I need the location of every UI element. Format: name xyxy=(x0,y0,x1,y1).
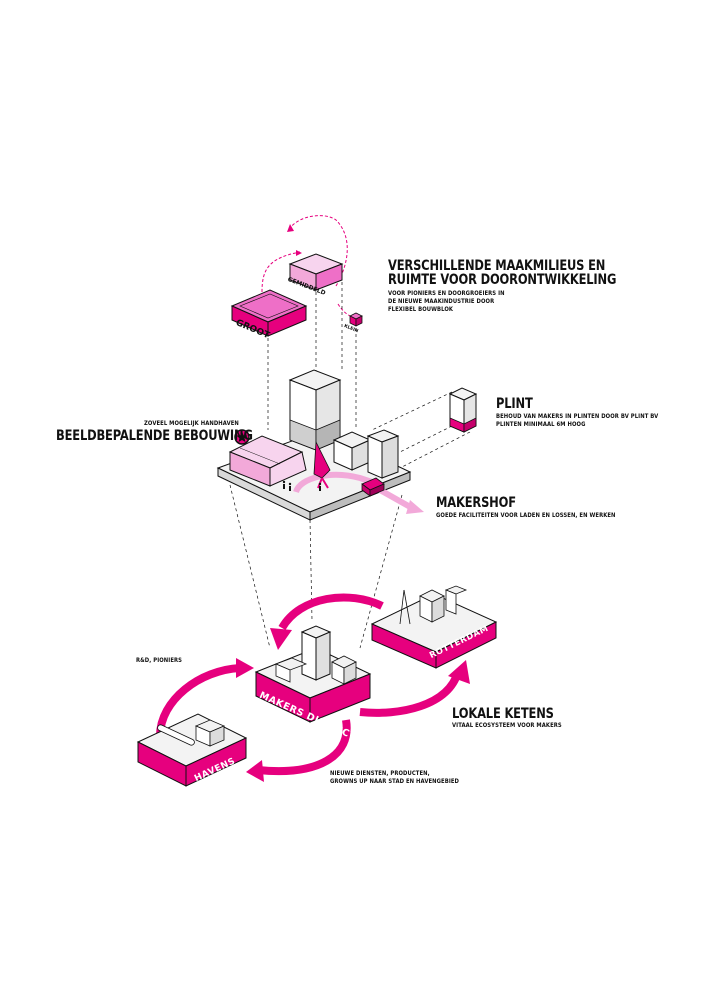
beeld-sub: ZOVEEL MOGELIJK HANDHAVEN xyxy=(144,420,239,427)
makershof-sub: GOEDE FACILITEITEN VOOR LADEN EN LOSSEN,… xyxy=(436,512,616,519)
maakmilieus-sub-3: FLEXIBEL BOUWBLOK xyxy=(388,306,454,313)
truck xyxy=(361,477,385,497)
nieuwe-diensten-2: GROWNS UP NAAR STAD EN HAVENGEBIED xyxy=(330,778,460,785)
havens-platform xyxy=(136,713,248,787)
rd-pioniers-label: R&D, PIONIERS xyxy=(136,657,183,664)
plint-title: PLINT xyxy=(496,396,533,412)
makershof-title: MAKERSHOF xyxy=(436,495,516,511)
right-buildings xyxy=(332,429,400,479)
maakmilieus-title-1: VERSCHILLENDE MAAKMILIEUS EN xyxy=(388,258,606,274)
people-figures xyxy=(282,480,322,491)
drop-lines xyxy=(229,282,471,649)
rotterdam-platform xyxy=(370,585,498,669)
maakmilieus-title-2: RUIMTE VOOR DOORONTWIKKELING xyxy=(388,272,617,288)
crane xyxy=(313,440,331,489)
plint-sub-1: BEHOUD VAN MAKERS IN PLINTEN DOOR BV PLI… xyxy=(496,413,659,420)
central-tower xyxy=(288,369,342,451)
plint-block xyxy=(448,387,478,433)
maakmilieus-sub-2: DE NIEUWE MAAKINDUSTRIE DOOR xyxy=(388,298,495,305)
block-groot xyxy=(230,289,308,337)
lokale-ketens-sub: VITAAL ECOSYSTEEM VOOR MAKERS xyxy=(452,722,562,729)
block-gemiddeld xyxy=(288,253,344,291)
lokale-ketens-title: LOKALE KETENS xyxy=(452,706,554,722)
beeld-title: BEELDBEPALENDE BEBOUWING xyxy=(56,428,253,444)
makershof-arrow xyxy=(378,487,414,511)
plint-sub-2: PLINTEN MINIMAAL 6M HOOG xyxy=(496,421,586,428)
makers-district-platform xyxy=(254,625,372,723)
beeld-building xyxy=(228,435,307,487)
nieuwe-diensten-1: NIEUWE DIENSTEN, PRODUCTEN, xyxy=(330,770,430,777)
cycle-arrow-heads xyxy=(236,628,470,782)
maakmilieus-sub-1: VOOR PIONIERS EN DOORGROEIERS IN xyxy=(388,290,505,297)
cycle-arrows xyxy=(156,593,462,775)
block-klein xyxy=(349,312,363,327)
star-icon xyxy=(234,429,250,445)
